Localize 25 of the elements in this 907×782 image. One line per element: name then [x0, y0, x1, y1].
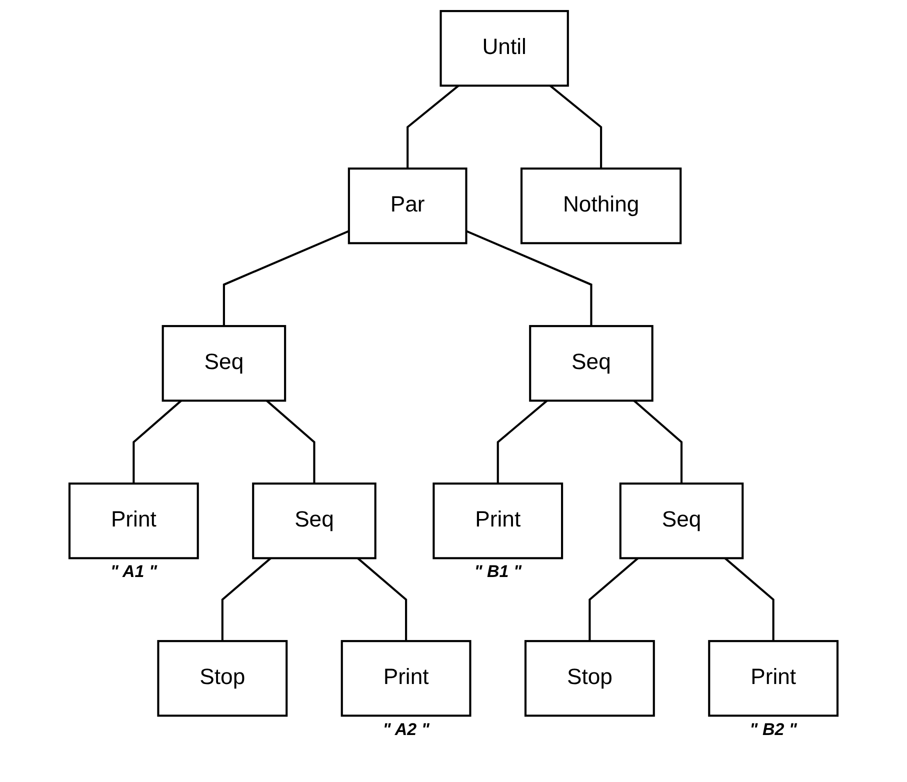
node-box: Until	[440, 10, 569, 87]
connector	[132, 400, 182, 484]
connector	[221, 557, 272, 642]
connector	[496, 400, 548, 484]
node-box: Seq	[529, 325, 654, 402]
node-box: Stop	[157, 640, 288, 717]
node-box: Nothing	[520, 168, 682, 244]
node-box: Print	[432, 482, 564, 560]
connector	[588, 557, 639, 642]
node-box: Seq	[252, 482, 376, 560]
node-box: Print	[708, 640, 839, 717]
connector	[266, 400, 316, 484]
connector	[357, 557, 408, 642]
node-box: Seq	[619, 482, 744, 560]
connector	[550, 84, 602, 169]
connector	[724, 557, 774, 642]
node-box: Print	[68, 482, 199, 560]
connector	[633, 400, 683, 484]
connector	[466, 230, 592, 326]
connector	[222, 230, 350, 326]
node-box: Seq	[162, 325, 286, 402]
node-box: Stop	[524, 640, 655, 717]
node-box: Print	[340, 640, 472, 717]
node-box: Par	[348, 168, 468, 244]
connector	[406, 84, 460, 169]
